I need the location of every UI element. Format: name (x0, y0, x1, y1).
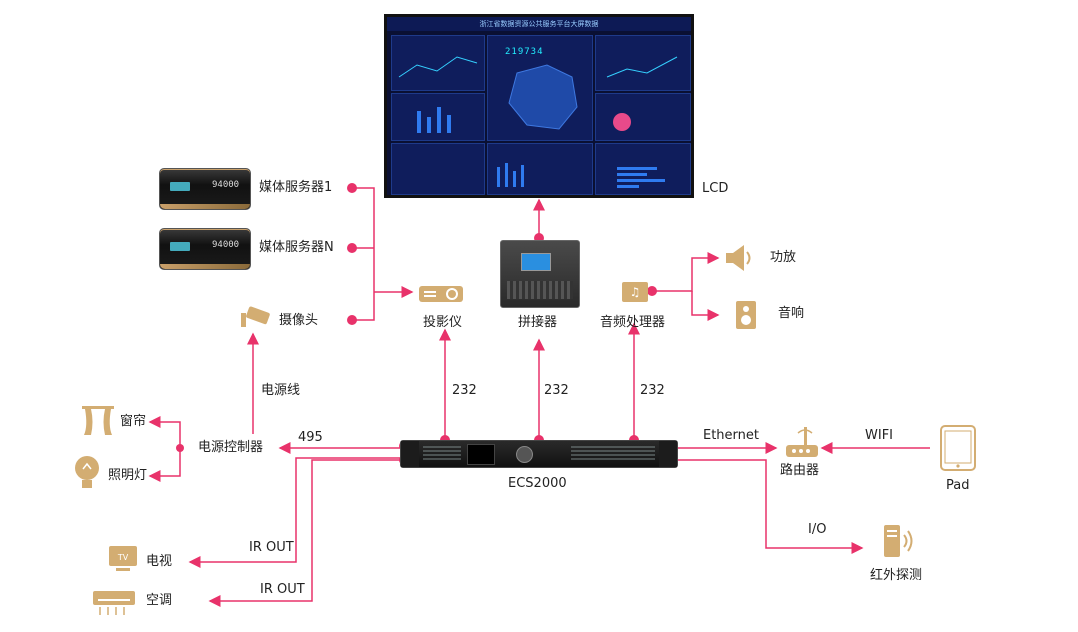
lcd-video-wall: 浙江省数据资源公共服务平台大屏数据 219734 (384, 14, 694, 198)
rs495-label: 495 (298, 430, 323, 445)
router-label: 路由器 (780, 463, 820, 478)
lighting-label: 照明灯 (108, 468, 148, 483)
ir-detect-label: 红外探测 (870, 568, 923, 583)
ac-label: 空调 (146, 593, 173, 608)
server-badge: 94000 (212, 180, 240, 190)
lcd-screen-title: 浙江省数据资源公共服务平台大屏数据 (387, 17, 691, 31)
tv-icon: TV (109, 546, 137, 571)
camera-icon (241, 306, 270, 327)
speaker-box-icon (736, 301, 756, 329)
media-server-n-device: 94000 (159, 228, 251, 270)
ir-out-tv-label: IR OUT (249, 540, 294, 555)
ir-out-ac-label: IR OUT (260, 582, 305, 597)
splicer-device (500, 240, 580, 308)
ethernet-label: Ethernet (703, 428, 759, 443)
ecs2000-device (400, 440, 678, 468)
rs232-projector-label: 232 (452, 383, 477, 398)
rs232-audio-label: 232 (640, 383, 665, 398)
router-icon (786, 427, 818, 457)
projector-icon (419, 286, 463, 302)
splicer-label: 拼接器 (518, 315, 558, 330)
ac-icon (93, 591, 135, 615)
lcd-counter: 219734 (505, 47, 544, 57)
svg-text:♫: ♫ (630, 285, 641, 299)
amplifier-label: 功放 (770, 250, 797, 265)
power-controller-label: 电源控制器 (198, 440, 264, 455)
tablet-icon (940, 425, 976, 471)
camera-label: 摄像头 (279, 313, 319, 328)
wifi-label: WIFI (865, 428, 893, 443)
svg-text:TV: TV (117, 553, 129, 562)
media-server-n-label: 媒体服务器N (259, 240, 334, 255)
server-badge: 94000 (212, 240, 240, 250)
curtain-icon (82, 406, 114, 435)
sensor-icon (884, 525, 913, 557)
rs232-splicer-label: 232 (544, 383, 569, 398)
speaker-label: 音响 (778, 306, 805, 321)
projector-label: 投影仪 (423, 315, 463, 330)
bulb-icon (75, 456, 99, 488)
music-icon: ♫ (622, 282, 648, 302)
io-label: I/O (808, 522, 827, 537)
power-line-label: 电源线 (261, 383, 301, 398)
audio-processor-label: 音频处理器 (600, 315, 666, 330)
tv-label: 电视 (146, 554, 173, 569)
media-server-1-device: 94000 (159, 168, 251, 210)
media-server-1-label: 媒体服务器1 (259, 180, 333, 195)
curtain-label: 窗帘 (120, 414, 147, 429)
ecs-label: ECS2000 (508, 476, 567, 491)
speaker-horn-icon (726, 245, 751, 271)
lcd-label: LCD (702, 181, 729, 196)
pad-label: Pad (946, 478, 970, 493)
